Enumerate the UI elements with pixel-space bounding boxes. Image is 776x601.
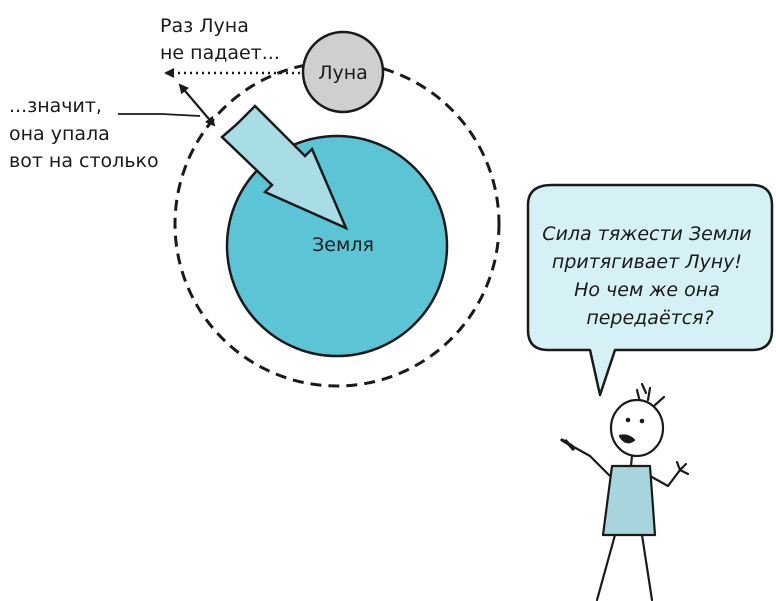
hair [635,382,666,407]
earth-label: Земля [312,234,374,256]
speech-line-1: Сила тяжести Земли [542,223,751,245]
head [609,398,665,458]
moon-not-falling-line-2: не падает... [160,42,280,64]
leg-left [595,533,617,601]
eye-left [625,417,631,423]
moon-fell-line-1: ...значит, [9,95,102,117]
speech-line-3: Но чем же она [574,279,720,301]
arm-left [570,444,614,480]
speech-line-4: передаётся? [586,307,713,329]
shirt [601,464,657,537]
arm-right [648,460,690,488]
fall-distance-arrow [178,83,216,127]
eye-right [639,418,645,424]
moon-not-falling-line-1: Раз Луна [160,15,249,37]
leg-right [640,533,654,601]
fall-label-leader [118,113,201,117]
stick-figure [560,382,690,601]
moon-label: Луна [318,62,368,84]
moon-fell-line-2: она упала [9,123,110,145]
speech-line-2: притягивает Луну! [552,251,742,273]
moon-not-falling-text: Раз Луна не падает... [160,15,280,64]
moon-circle [301,30,385,114]
speech-bubble [526,183,774,397]
gravity-arrow [220,104,349,231]
moon-fell-text: ...значит, она упала вот на столько [9,95,159,172]
speech-bubble-text: Сила тяжести Земли притягивает Луну! Но … [542,223,757,329]
mouth [618,434,636,444]
pointing-hand [560,438,575,451]
moon-fell-line-3: вот на столько [9,150,159,172]
